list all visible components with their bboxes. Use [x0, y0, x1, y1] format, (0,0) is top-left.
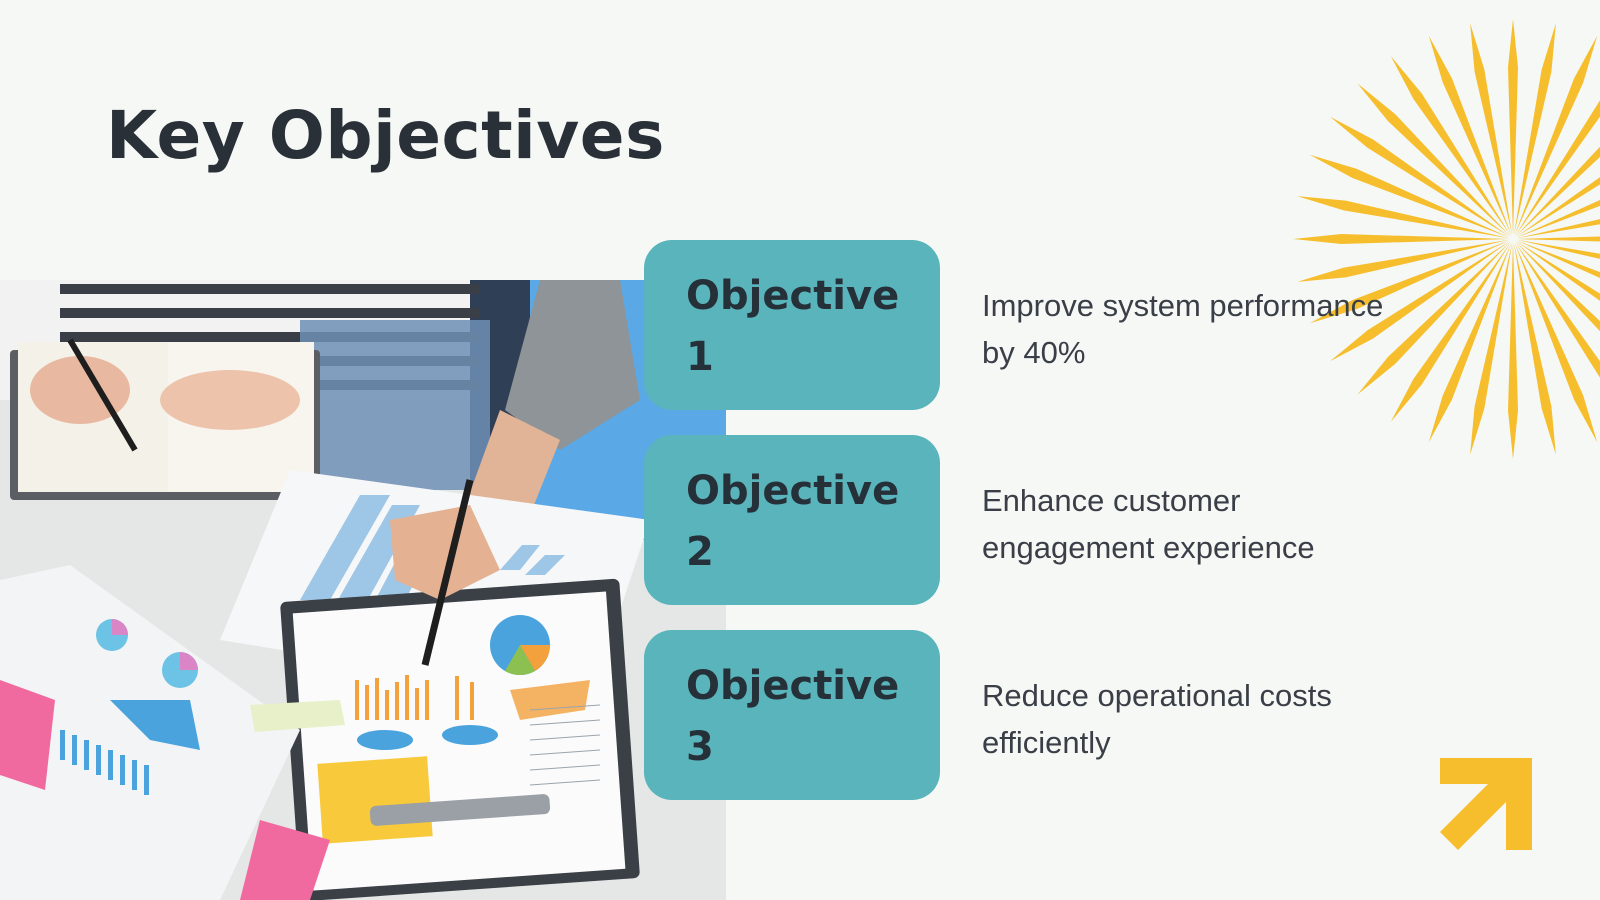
objective-label-3: Objective 3 [686, 663, 900, 770]
sunburst-ray [1470, 23, 1513, 236]
objective-card-3: Objective 3 [644, 630, 940, 800]
sunburst-ray [1517, 236, 1600, 242]
sunburst-ray [1309, 240, 1510, 324]
objective-label-1: Objective 1 [686, 273, 900, 380]
sunburst-ray [1330, 241, 1510, 362]
sunburst-ray [1293, 234, 1509, 244]
sunburst-ray [1428, 35, 1512, 236]
business-meeting-charts-photo [0, 280, 726, 900]
objective-description-2: Enhance customer engagement experience [982, 483, 1315, 565]
sunburst-ray [1428, 242, 1512, 443]
sunburst-ray [1516, 240, 1600, 278]
sunburst-ray [1514, 242, 1598, 443]
sunburst-ray [1508, 243, 1518, 459]
sunburst-icon [1293, 19, 1600, 459]
slide-title: Key Objectives [106, 97, 665, 174]
sunburst-ray [1390, 242, 1511, 422]
sunburst-ray [1330, 116, 1510, 237]
sunburst-ray [1297, 239, 1510, 282]
sunburst-ray [1357, 241, 1511, 395]
sunburst-ray [1508, 19, 1518, 235]
sunburst-ray [1297, 196, 1510, 239]
objective-label-2: Objective 2 [686, 468, 900, 575]
sunburst-ray [1390, 56, 1511, 236]
objective-description-3: Reduce operational costs efficiently [982, 678, 1332, 760]
objective-description-1: Improve system performance by 40% [982, 288, 1384, 370]
sunburst-ray [1516, 177, 1600, 237]
sunburst-ray [1514, 35, 1598, 236]
objective-card-1: Objective 1 [644, 240, 940, 410]
sunburst-ray [1357, 83, 1511, 237]
sunburst-ray [1513, 242, 1556, 455]
sunburst-ray [1309, 154, 1510, 238]
sunburst-ray [1513, 23, 1556, 236]
objective-card-2: Objective 2 [644, 435, 940, 605]
sunburst-ray [1470, 242, 1513, 455]
arrow-up-right-icon [1440, 758, 1532, 850]
